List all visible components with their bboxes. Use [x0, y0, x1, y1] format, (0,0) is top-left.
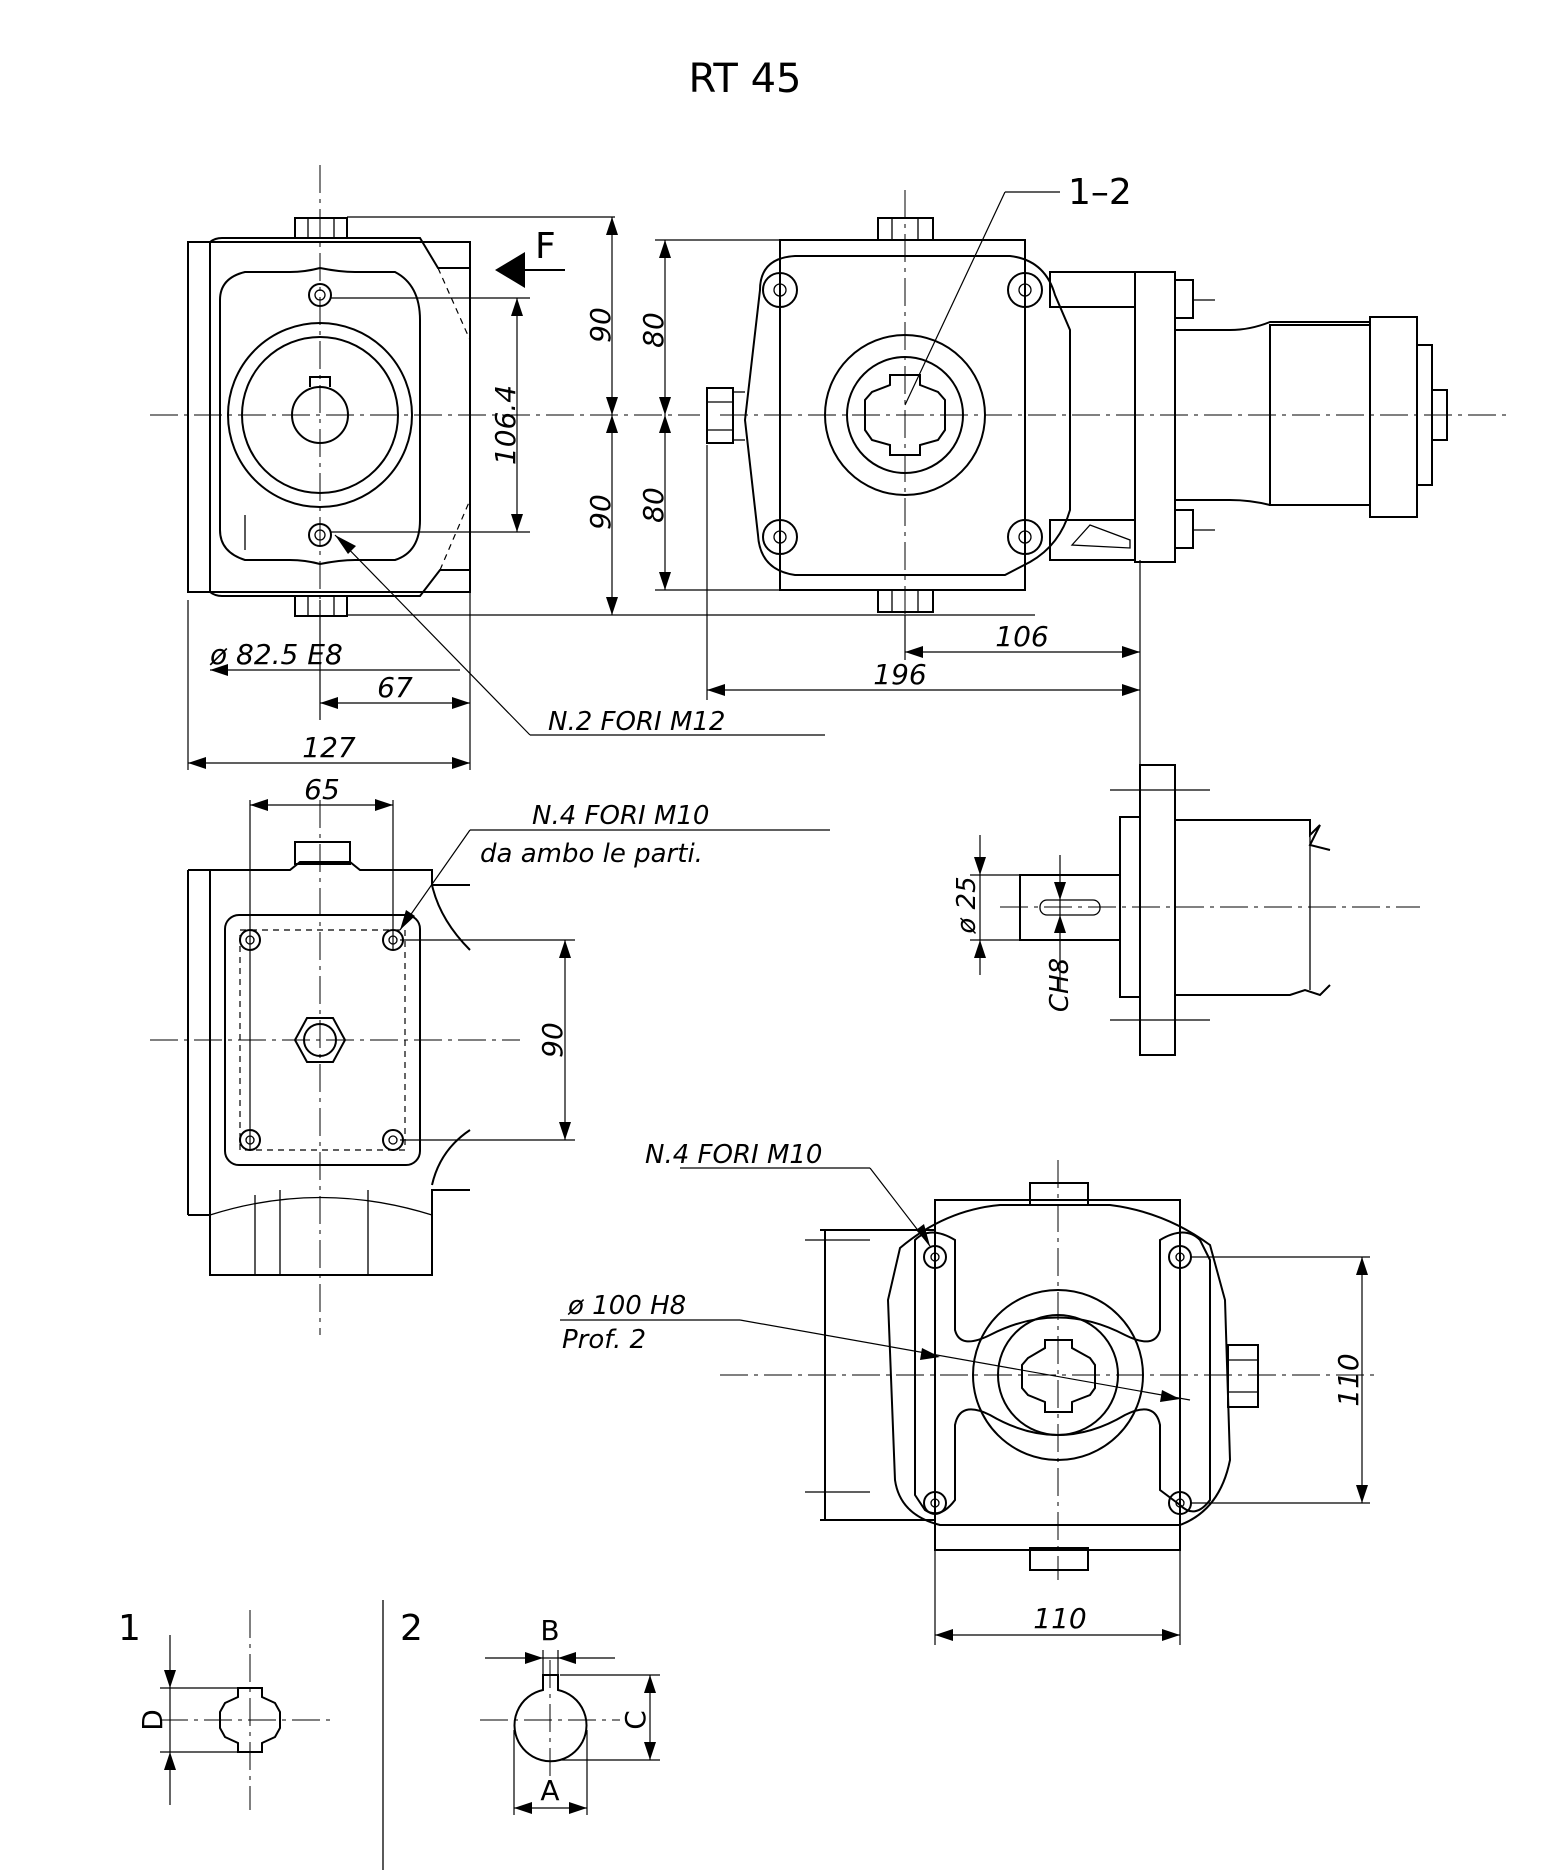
dim-90-upper: 90: [584, 307, 617, 343]
dim-bore-82-5-e8: ø 82.5 E8: [209, 638, 343, 671]
dim-67: 67: [377, 671, 413, 704]
note-m10-bottom-text: N.4 FORI M10: [645, 1140, 822, 1170]
note-m10-top-text: N.4 FORI M10: [532, 801, 709, 831]
ratio-callout: 1–2: [904, 172, 1132, 406]
dim-65: 65: [304, 773, 340, 806]
front-view-right: [706, 190, 1510, 640]
dim-bottom-110-v: 110: [1332, 1353, 1365, 1406]
side-view: [150, 800, 520, 1335]
detail-a-label: A: [540, 1774, 559, 1807]
detail-1-number: 1: [118, 1608, 141, 1649]
front-view-left: [150, 165, 700, 617]
note-m10-bottom: N.4 FORI M10: [645, 1140, 931, 1247]
dim-80-lower: 80: [637, 487, 670, 523]
side-dimensions: 65 90: [249, 773, 575, 1150]
force-label: F: [535, 226, 556, 267]
dim-127: 127: [302, 731, 356, 764]
dim-196: 196: [873, 658, 926, 691]
note-recess-dia-text: ø 100 H8: [567, 1291, 686, 1321]
dim-90-lower: 90: [584, 494, 617, 530]
note-m12-text: N.2 FORI M12: [548, 707, 725, 737]
note-m10-both: N.4 FORI M10 da ambo le parti.: [399, 801, 830, 931]
drawing-title: RT 45: [689, 56, 802, 102]
note-both-sides-text: da ambo le parti.: [480, 839, 703, 869]
detail-c-label: C: [619, 1710, 652, 1730]
detail-2-number: 2: [400, 1608, 423, 1649]
bottom-dimensions: 110 110: [934, 1256, 1370, 1645]
dim-shaft-key: CH8: [1045, 958, 1075, 1012]
note-recess: ø 100 H8 Prof. 2: [560, 1291, 1191, 1402]
ratio-label: 1–2: [1068, 172, 1132, 213]
detail-keyway: 2 B C A: [400, 1608, 660, 1815]
dim-80-upper: 80: [637, 312, 670, 348]
vertical-dimensions: 90 90 80 80 106.4: [330, 216, 1035, 616]
bottom-view: [720, 1160, 1380, 1580]
detail-b-label: B: [540, 1614, 559, 1647]
dim-bottom-110-h: 110: [1033, 1602, 1086, 1635]
dim-106: 106: [995, 620, 1048, 653]
force-arrow: F: [495, 226, 565, 288]
detail-spline: 1 D: [118, 1600, 384, 1870]
note-m12: N.2 FORI M12: [334, 534, 825, 737]
note-recess-depth-text: Prof. 2: [562, 1325, 646, 1355]
shaft-view: ø 25 CH8: [952, 764, 1420, 1056]
dim-106-4: 106.4: [489, 385, 522, 465]
dim-side-90: 90: [536, 1022, 569, 1058]
detail-d-label: D: [136, 1709, 169, 1731]
dim-shaft-dia: ø 25: [952, 876, 982, 934]
